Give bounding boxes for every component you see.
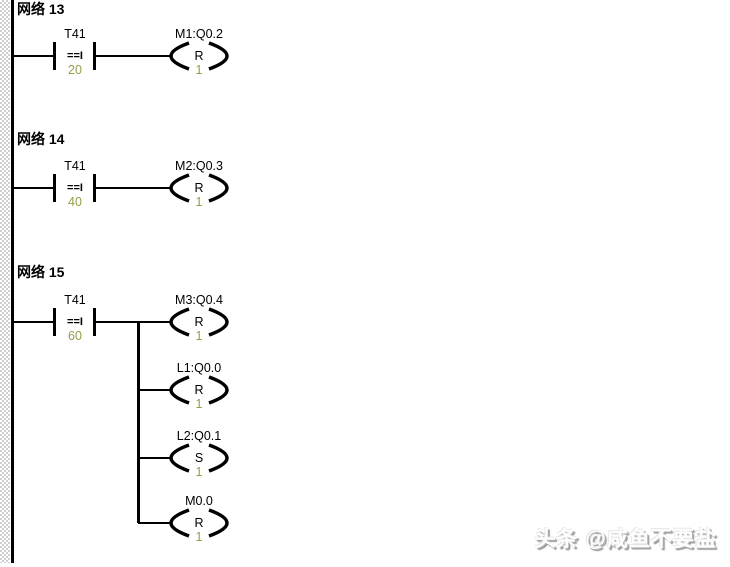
compare-contact-symbol[interactable]: ==I (67, 182, 83, 194)
network-14-title: 网络 14 (17, 131, 65, 147)
coil-count-value[interactable]: 1 (195, 397, 203, 411)
coil-function[interactable]: R (194, 49, 204, 63)
toutiao-watermark: 头条 @咸鱼不要盐 (534, 528, 717, 551)
compare-contact-symbol[interactable]: ==I (67, 316, 83, 328)
coil-count-value[interactable]: 1 (195, 465, 203, 479)
coil-function[interactable]: S (194, 451, 204, 465)
coil-function[interactable]: R (194, 315, 204, 329)
contact-operand[interactable]: T41 (64, 159, 86, 173)
coil-operand[interactable]: L2:Q0.1 (176, 429, 222, 443)
network-15-title: 网络 15 (17, 264, 65, 280)
contact-compare-value[interactable]: 20 (68, 63, 82, 77)
coil-function[interactable]: R (194, 516, 204, 530)
contact-operand[interactable]: T41 (64, 27, 86, 41)
coil-operand[interactable]: M3:Q0.4 (175, 293, 223, 307)
compare-contact-symbol[interactable]: ==I (67, 50, 83, 62)
coil-count-value[interactable]: 1 (195, 195, 203, 209)
coil-operand[interactable]: M0.0 (185, 494, 213, 508)
coil-count-value[interactable]: 1 (195, 530, 203, 544)
network-13-title: 网络 13 (17, 1, 65, 17)
coil-operand[interactable]: L1:Q0.0 (176, 361, 222, 375)
editor-left-margin (0, 0, 10, 563)
power-rail (11, 0, 14, 563)
coil-function[interactable]: R (194, 383, 204, 397)
coil-count-value[interactable]: 1 (195, 329, 203, 343)
contact-compare-value[interactable]: 40 (68, 195, 82, 209)
coil-function[interactable]: R (194, 181, 204, 195)
coil-operand[interactable]: M2:Q0.3 (175, 159, 223, 173)
coil-operand[interactable]: M1:Q0.2 (175, 27, 223, 41)
coil-count-value[interactable]: 1 (195, 63, 203, 77)
contact-compare-value[interactable]: 60 (68, 329, 82, 343)
contact-operand[interactable]: T41 (64, 293, 86, 307)
